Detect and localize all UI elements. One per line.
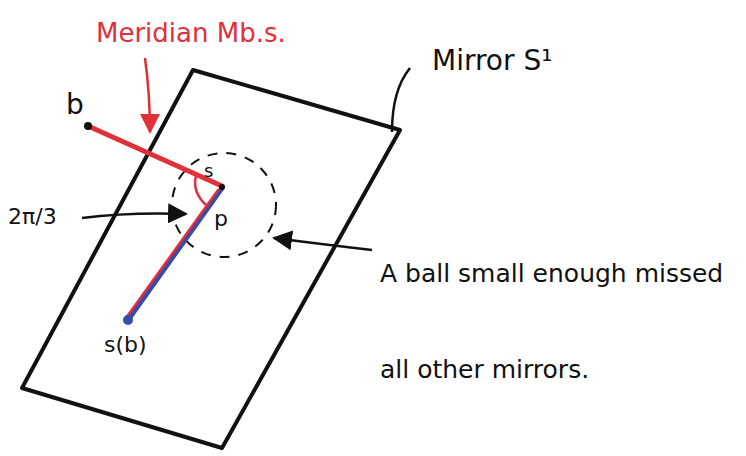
mirror-label: Mirror S¹ [432, 44, 552, 77]
point-label: p [214, 206, 228, 231]
point-p [219, 184, 225, 190]
leader-line [392, 68, 410, 132]
leader-arrow [145, 58, 150, 132]
note-text: A ball small enough missed all other mir… [380, 226, 730, 418]
meridian-segment [126, 190, 218, 318]
point-sb [123, 315, 133, 325]
leader-arrow [274, 238, 372, 250]
leader-arrow [82, 214, 186, 219]
meridian-segment [88, 126, 222, 186]
point-b [84, 122, 92, 130]
point-label: s(b) [104, 332, 147, 357]
point-label: b [66, 88, 84, 121]
reflected-segment [128, 188, 222, 320]
angle-label: 2π/3 [8, 204, 57, 229]
mirror-plane [22, 70, 400, 448]
point-label: s [204, 160, 213, 181]
meridian-label: Meridian Mb.s. [96, 18, 286, 48]
